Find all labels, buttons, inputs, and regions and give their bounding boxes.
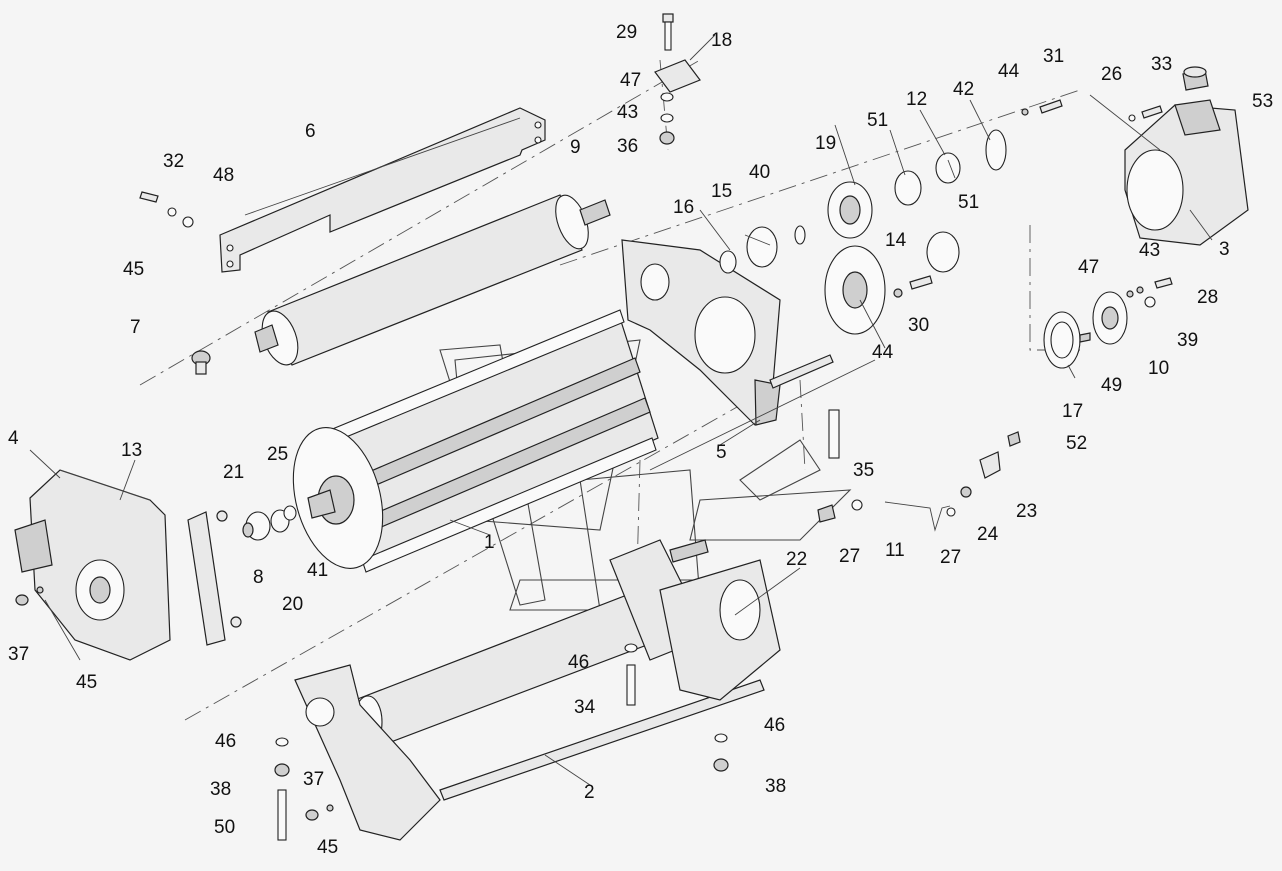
callout-30: 30 <box>908 315 929 336</box>
callout-4: 4 <box>8 428 19 449</box>
cap-53 <box>1182 66 1209 91</box>
callout-29: 29 <box>616 22 637 43</box>
callout-50: 50 <box>214 817 235 838</box>
callout-32: 32 <box>163 151 184 172</box>
callout-12: 12 <box>906 89 927 110</box>
shaft-rod <box>769 354 834 389</box>
pins-and-nuts <box>15 586 729 841</box>
callout-17: 17 <box>1062 401 1083 422</box>
callout-10: 10 <box>1148 358 1169 379</box>
callout-51a: 51 <box>867 110 888 131</box>
callout-52: 52 <box>1066 433 1087 454</box>
callout-46c: 46 <box>764 715 785 736</box>
callout-25: 25 <box>267 444 288 465</box>
callout-19: 19 <box>815 133 836 154</box>
callout-18: 18 <box>711 30 732 51</box>
callout-36: 36 <box>617 136 638 157</box>
callout-48: 48 <box>213 165 234 186</box>
callout-40: 40 <box>749 162 770 183</box>
flange-assembly <box>1043 291 1128 369</box>
callout-14: 14 <box>885 230 907 251</box>
callout-45c: 45 <box>317 837 338 858</box>
callout-51b: 51 <box>958 192 979 213</box>
callout-labels: 1 2 3 4 5 6 7 8 9 10 11 12 13 14 15 16 1… <box>8 22 1273 858</box>
callout-1: 1 <box>484 532 495 553</box>
leader-lines <box>29 34 1213 786</box>
callout-33: 33 <box>1151 54 1172 75</box>
callout-9: 9 <box>570 137 581 158</box>
callout-37b: 37 <box>303 769 324 790</box>
callout-38b: 38 <box>765 776 786 797</box>
callout-43a: 43 <box>617 102 638 123</box>
callout-47b: 47 <box>1078 257 1099 278</box>
callout-43b: 43 <box>1139 240 1160 261</box>
bolts-upper <box>139 99 1173 343</box>
callout-20: 20 <box>282 594 303 615</box>
callout-2: 2 <box>584 782 595 803</box>
callout-15: 15 <box>711 181 732 202</box>
callout-6: 6 <box>305 121 316 142</box>
callout-26: 26 <box>1101 64 1122 85</box>
callout-16: 16 <box>673 197 694 218</box>
callout-46a: 46 <box>568 652 589 673</box>
bearing-stack <box>719 129 1007 335</box>
callout-27b: 27 <box>940 547 961 568</box>
serrated-drum <box>292 309 659 573</box>
callout-34: 34 <box>574 697 596 718</box>
callout-27a: 27 <box>839 546 860 567</box>
guard-plate <box>219 107 546 273</box>
callout-53: 53 <box>1252 91 1273 112</box>
callout-44a: 44 <box>998 61 1020 82</box>
callout-42: 42 <box>953 79 974 100</box>
callout-21: 21 <box>223 462 244 483</box>
callout-24: 24 <box>977 524 999 545</box>
upper-roller <box>254 194 611 366</box>
callout-41: 41 <box>307 560 328 581</box>
grease-nipple-7 <box>191 350 211 375</box>
seal-strip <box>187 511 226 646</box>
callout-44b: 44 <box>872 342 894 363</box>
callout-3: 3 <box>1219 239 1230 260</box>
callout-49: 49 <box>1101 375 1122 396</box>
callout-39: 39 <box>1177 330 1198 351</box>
gearbox <box>14 469 171 661</box>
lube-line <box>817 409 1021 532</box>
callout-23: 23 <box>1016 501 1037 522</box>
top-clip-hardware <box>654 13 701 145</box>
callout-5: 5 <box>716 442 727 463</box>
callout-45b: 45 <box>76 672 97 693</box>
callout-7: 7 <box>130 317 141 338</box>
callout-37a: 37 <box>8 644 29 665</box>
callout-8: 8 <box>253 567 264 588</box>
callout-11: 11 <box>885 540 905 561</box>
callout-47a: 47 <box>620 70 641 91</box>
callout-31: 31 <box>1043 46 1064 67</box>
lower-frame <box>294 539 781 841</box>
callout-22: 22 <box>786 549 807 570</box>
callout-38a: 38 <box>210 779 231 800</box>
callout-46b: 46 <box>215 731 236 752</box>
small-hardware-left <box>216 505 297 628</box>
bearing-housing <box>1124 99 1249 246</box>
side-bracket <box>621 239 781 426</box>
callout-45a: 45 <box>123 259 144 280</box>
callout-28: 28 <box>1197 287 1218 308</box>
callout-35: 35 <box>853 460 874 481</box>
callout-13: 13 <box>121 440 142 461</box>
